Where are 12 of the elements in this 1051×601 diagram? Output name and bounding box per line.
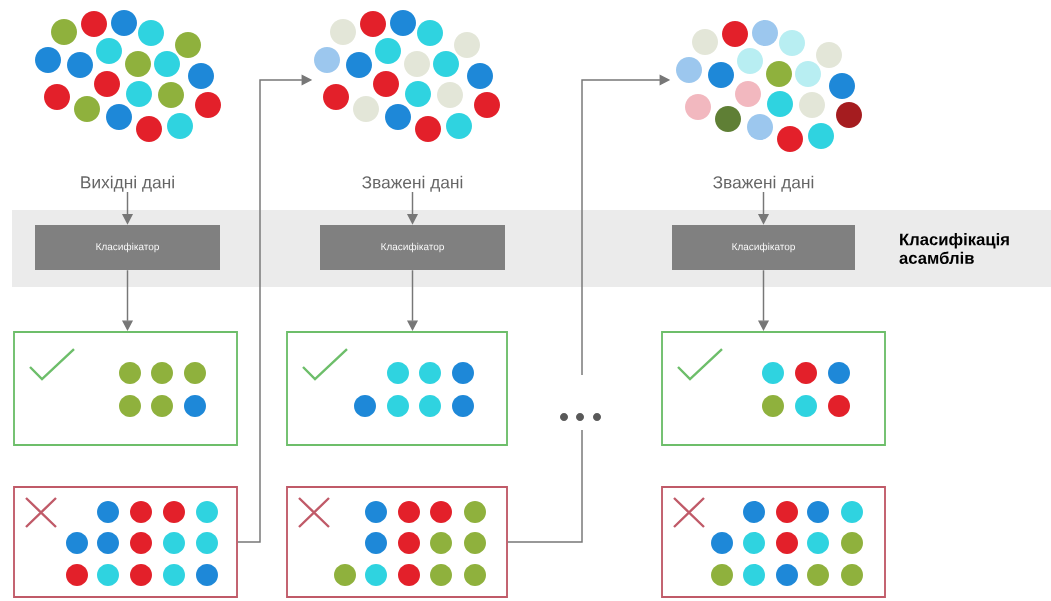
wrong-box	[13, 486, 238, 598]
classifier-box: Класифікатор	[320, 225, 505, 270]
data-label: Зважені дані	[713, 175, 814, 192]
data-label: Вихідні дані	[81, 175, 174, 192]
correct-box	[13, 331, 238, 446]
correct-box	[661, 331, 886, 446]
classifier-box: Класифікатор	[672, 225, 855, 270]
wrong-box	[661, 486, 886, 598]
wrong-box	[286, 486, 508, 598]
data-label: Зважені дані	[362, 175, 463, 192]
correct-box	[286, 331, 508, 446]
classifier-box: Класифікатор	[35, 225, 220, 270]
